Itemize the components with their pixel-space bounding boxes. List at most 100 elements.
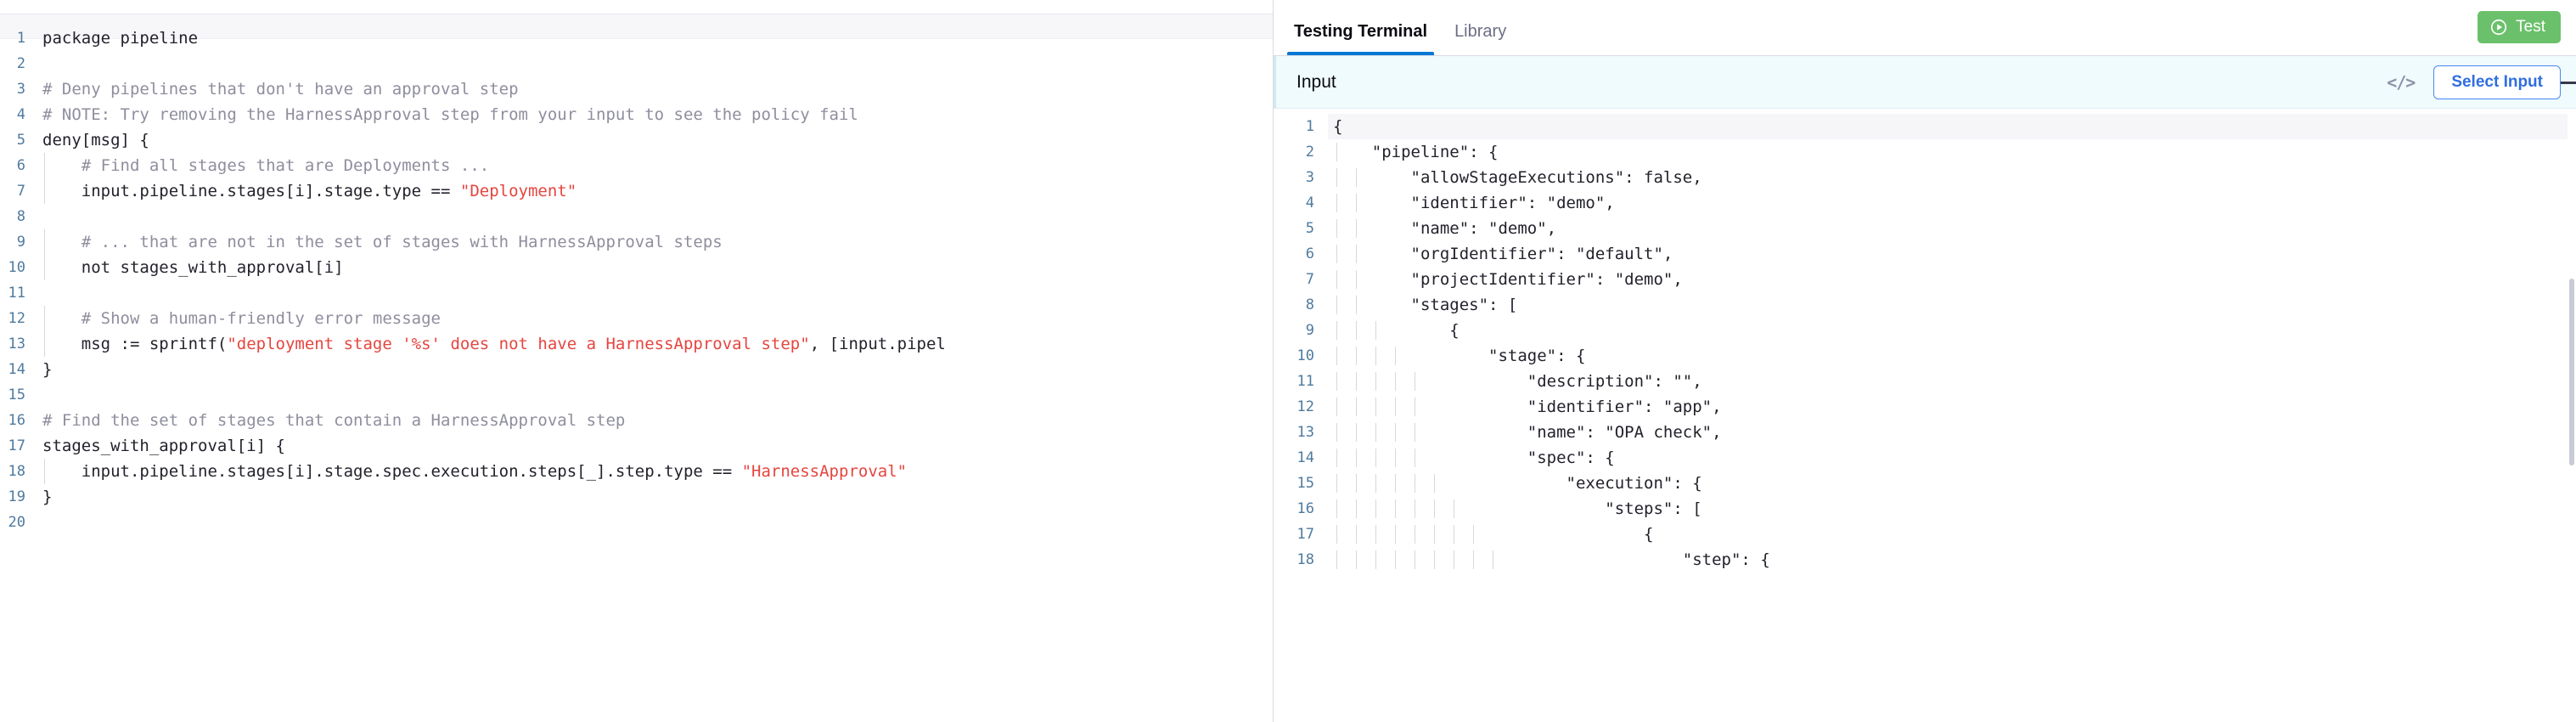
- code-line-text: msg := sprintf("deployment stage '%s' do…: [39, 331, 1273, 357]
- indent-guide: [1336, 194, 1337, 212]
- line-number: 7: [16, 183, 25, 200]
- code-line-text: # Find the set of stages that contain a …: [39, 408, 1273, 433]
- json-token: {: [1333, 525, 1654, 544]
- code-token-plain: input.pipeline.stages[i].stage.spec.exec…: [42, 462, 742, 481]
- json-line-text: {: [1333, 525, 2576, 544]
- json-line: 1{: [1274, 114, 2576, 139]
- indent-guide: [1375, 474, 1376, 493]
- code-line-text: }: [39, 484, 1273, 510]
- json-line: 3 "allowStageExecutions": false,: [1274, 165, 2576, 190]
- code-line: 7 input.pipeline.stages[i].stage.type ==…: [0, 178, 1273, 204]
- code-line-text: # Deny pipelines that don't have an appr…: [39, 76, 1273, 102]
- indent-guide: [1375, 525, 1376, 544]
- indent-guide: [1356, 219, 1357, 238]
- json-line: 2 "pipeline": {: [1274, 139, 2576, 165]
- json-line-number: 8: [1305, 296, 1314, 313]
- json-line: 8 "stages": [: [1274, 292, 2576, 318]
- code-view-icon[interactable]: </>: [2387, 71, 2416, 93]
- json-vertical-scrollbar[interactable]: [2569, 279, 2574, 465]
- json-token: "allowStageExecutions": false,: [1333, 168, 1702, 187]
- indent-guide: [1356, 550, 1357, 569]
- code-token-string: "HarnessApproval": [741, 462, 908, 481]
- code-token-plain: msg := sprintf(: [42, 335, 228, 353]
- code-line: 9 # ... that are not in the set of stage…: [0, 229, 1273, 255]
- json-line-number: 14: [1296, 449, 1314, 466]
- json-line-text: "identifier": "app",: [1333, 398, 2576, 416]
- code-line: 19}: [0, 484, 1273, 510]
- indent-guide: [1375, 550, 1376, 569]
- code-line-text: deny[msg] {: [39, 127, 1273, 153]
- json-line: 11 "description": "",: [1274, 369, 2576, 394]
- json-token: "projectIdentifier": "demo",: [1333, 270, 1683, 289]
- json-rows[interactable]: 1{2 "pipeline": {3 "allowStageExecutions…: [1274, 114, 2576, 573]
- indent-guide: [44, 459, 45, 484]
- json-token: "identifier": "app",: [1333, 398, 1722, 416]
- json-line: 10 "stage": {: [1274, 343, 2576, 369]
- json-token: "description": "",: [1333, 372, 1702, 391]
- indent-guide: [1356, 270, 1357, 289]
- tab-library[interactable]: Library: [1454, 22, 1507, 41]
- indent-guide: [1395, 398, 1396, 416]
- indent-guide: [1356, 423, 1357, 442]
- json-line: 9 {: [1274, 318, 2576, 343]
- indent-guide: [1395, 423, 1396, 442]
- tab-testing-terminal[interactable]: Testing Terminal: [1280, 22, 1441, 55]
- indent-guide: [1473, 550, 1474, 569]
- indent-guide: [1336, 168, 1337, 187]
- indent-guide: [1395, 474, 1396, 493]
- json-line: 16 "steps": [: [1274, 496, 2576, 522]
- indent-guide: [1336, 296, 1337, 314]
- indent-guide: [1395, 525, 1396, 544]
- code-line-text: input.pipeline.stages[i].stage.type == "…: [39, 178, 1273, 204]
- json-token: "spec": {: [1333, 448, 1615, 467]
- indent-guide: [1395, 372, 1396, 391]
- code-line-text: # ... that are not in the set of stages …: [39, 229, 1273, 255]
- test-button[interactable]: Test: [2478, 11, 2561, 43]
- indent-guide: [1434, 499, 1435, 518]
- code-token-comment: # ... that are not in the set of stages …: [42, 233, 723, 251]
- code-token-comment: # NOTE: Try removing the HarnessApproval…: [42, 105, 858, 124]
- line-number: 17: [8, 437, 25, 454]
- line-number: 16: [8, 412, 25, 429]
- select-input-button[interactable]: Select Input: [2433, 65, 2561, 99]
- line-number: 3: [16, 81, 25, 98]
- json-token: "execution": {: [1333, 474, 1702, 493]
- code-line: 20: [0, 510, 1273, 535]
- code-token-string: "Deployment": [459, 182, 577, 200]
- indent-guide: [1336, 347, 1337, 365]
- json-line-text: "stage": {: [1333, 347, 2576, 365]
- indent-guide: [1336, 550, 1337, 569]
- indent-guide: [1336, 448, 1337, 467]
- json-line: 17 {: [1274, 522, 2576, 547]
- code-line: 4# NOTE: Try removing the HarnessApprova…: [0, 102, 1273, 127]
- code-token-comment: # Find the set of stages that contain a …: [42, 411, 626, 430]
- line-number: 18: [8, 463, 25, 480]
- json-line-number: 17: [1296, 526, 1314, 543]
- code-line: 15: [0, 382, 1273, 408]
- json-line-number: 3: [1305, 169, 1314, 186]
- code-line-text: # Find all stages that are Deployments .…: [39, 153, 1273, 178]
- code-line: 8: [0, 204, 1273, 229]
- json-line-text: "allowStageExecutions": false,: [1333, 168, 2576, 187]
- json-input-area[interactable]: 1{2 "pipeline": {3 "allowStageExecutions…: [1274, 109, 2576, 722]
- json-line-text: "projectIdentifier": "demo",: [1333, 270, 2576, 289]
- line-number: 20: [8, 514, 25, 531]
- indent-guide: [1356, 448, 1357, 467]
- indent-guide: [1473, 525, 1474, 544]
- indent-guide: [44, 229, 45, 255]
- line-number: 19: [8, 488, 25, 505]
- indent-guide: [1336, 525, 1337, 544]
- code-line: 12 # Show a human-friendly error message: [0, 306, 1273, 331]
- code-token-plain: input.pipeline.stages[i].stage.type ==: [42, 182, 460, 200]
- indent-guide: [44, 178, 45, 204]
- terminal-minimize-icon[interactable]: [2561, 82, 2576, 84]
- line-number: 8: [16, 208, 25, 225]
- json-token: "orgIdentifier": "default",: [1333, 245, 1673, 263]
- indent-guide: [1356, 194, 1357, 212]
- code-token-plain: }: [42, 360, 53, 379]
- line-number: 2: [16, 55, 25, 72]
- indent-guide: [1375, 372, 1376, 391]
- json-line-number: 2: [1305, 144, 1314, 161]
